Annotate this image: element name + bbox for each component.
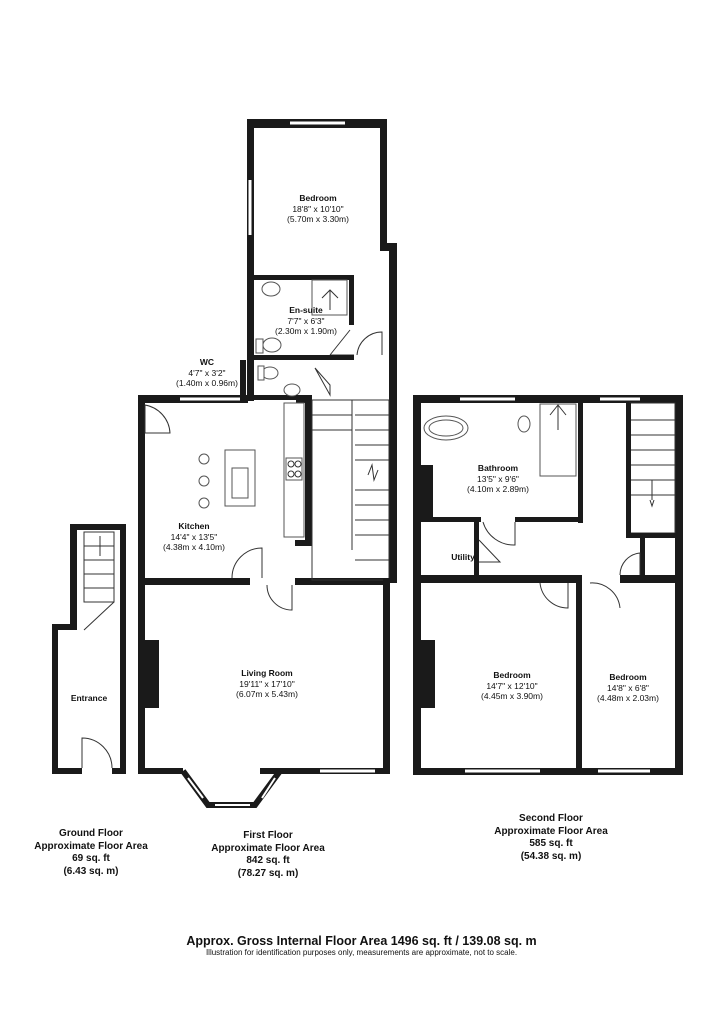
room-dim-metric: (6.07m x 5.43m) <box>236 689 298 699</box>
disclaimer: Illustration for identification purposes… <box>205 948 518 957</box>
room-label-wc: WC 4'7" x 3'2" (1.40m x 0.96m) <box>176 357 238 389</box>
gross-floor-area: Approx. Gross Internal Floor Area 1496 s… <box>186 934 537 948</box>
area-sqft: 69 sq. ft <box>72 853 110 864</box>
room-dim-metric: (4.45m x 3.90m) <box>481 691 543 701</box>
room-name: En-suite <box>289 305 323 315</box>
room-dim-imperial: 4'7" x 3'2" <box>188 367 226 378</box>
room-dim-metric: (1.40m x 0.96m) <box>176 378 238 388</box>
room-dim-imperial: 14'7" x 12'10" <box>486 680 538 691</box>
area-sqm: (54.38 sq. m) <box>520 850 582 862</box>
second-floor-plan <box>413 395 683 775</box>
area-sqm: (78.27 sq. m) <box>237 867 299 879</box>
room-dim-imperial: 7'7" x 6'3" <box>287 315 325 326</box>
room-dim-imperial: 19'11" x 17'10" <box>239 678 295 689</box>
room-label-ensuite: En-suite 7'7" x 6'3" (2.30m x 1.90m) <box>275 305 337 337</box>
room-name: WC <box>199 357 215 367</box>
room-name: Living Room <box>241 668 293 678</box>
area-sqm: (6.43 sq. m) <box>63 865 119 877</box>
room-label-utility: Utility <box>451 552 475 563</box>
room-dim-metric: (4.48m x 2.03m) <box>597 693 659 703</box>
room-name: Kitchen <box>178 521 210 531</box>
area-title: Second Floor <box>519 813 583 824</box>
room-name: Bedroom <box>299 193 337 203</box>
room-name: Entrance <box>70 693 108 703</box>
area-sqft: 842 sq. ft <box>246 855 290 866</box>
room-name: Bathroom <box>477 463 519 473</box>
first-floor-plan <box>138 119 397 808</box>
room-label-bathroom: Bathroom 13'5" x 9'6" (4.10m x 2.89m) <box>467 463 529 495</box>
area-sqft: 585 sq. ft <box>529 838 573 849</box>
area-subtitle: Approximate Floor Area <box>494 825 608 837</box>
area-title: Ground Floor <box>59 828 123 839</box>
room-label-living: Living Room 19'11" x 17'10" (6.07m x 5.4… <box>236 668 298 700</box>
area-title: First Floor <box>243 830 293 841</box>
room-label-bedroom-left: Bedroom 14'7" x 12'10" (4.45m x 3.90m) <box>481 670 543 702</box>
room-dim-imperial: 13'5" x 9'6" <box>477 473 519 484</box>
room-label-kitchen: Kitchen 14'4" x 13'5" (4.38m x 4.10m) <box>163 521 225 553</box>
room-dim-metric: (5.70m x 3.30m) <box>287 214 349 224</box>
room-dim-metric: (4.10m x 2.89m) <box>467 484 529 494</box>
second-floor-area: Second Floor Approximate Floor Area 585 … <box>494 813 608 863</box>
ground-floor-area: Ground Floor Approximate Floor Area 69 s… <box>34 828 148 878</box>
area-subtitle: Approximate Floor Area <box>211 842 325 854</box>
room-name: Bedroom <box>493 670 531 680</box>
room-dim-imperial: 14'8" x 6'8" <box>607 682 649 693</box>
area-subtitle: Approximate Floor Area <box>34 840 148 852</box>
room-dim-imperial: 18'8" x 10'10" <box>292 203 344 214</box>
room-label-entrance: Entrance <box>71 693 107 704</box>
room-dim-metric: (4.38m x 4.10m) <box>163 542 225 552</box>
room-dim-imperial: 14'4" x 13'5" <box>170 531 218 542</box>
room-name: Utility <box>451 552 475 562</box>
first-floor-area: First Floor Approximate Floor Area 842 s… <box>211 830 325 880</box>
room-label-bedroom-top: Bedroom 18'8" x 10'10" (5.70m x 3.30m) <box>287 193 349 225</box>
room-dim-metric: (2.30m x 1.90m) <box>275 326 337 336</box>
room-label-bedroom-right: Bedroom 14'8" x 6'8" (4.48m x 2.03m) <box>597 672 659 704</box>
room-name: Bedroom <box>609 672 647 682</box>
ground-floor-plan <box>52 524 126 774</box>
